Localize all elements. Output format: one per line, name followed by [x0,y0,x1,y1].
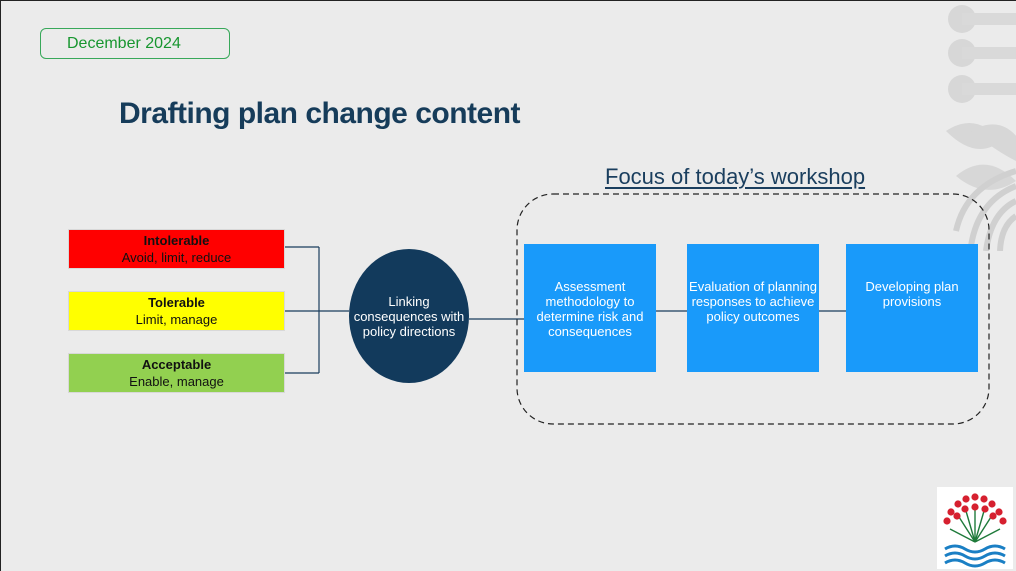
process-step-evaluation: Evaluation of planning responses to achi… [687,244,819,372]
linking-circle-label: Linking consequences with policy directi… [353,293,465,339]
process-step-assessment: Assessment methodology to determine risk… [524,244,656,372]
tolerable-box: Tolerable Limit, manage [68,291,285,331]
linking-circle: Linking consequences with policy directi… [349,249,469,383]
page-title: Drafting plan change content [119,97,521,130]
acceptable-box: Acceptable Enable, manage [68,353,285,393]
process-step-label: Assessment methodology to determine risk… [536,279,644,339]
acceptable-sub: Enable, manage [129,374,224,389]
focus-dashed-frame [516,193,990,425]
intolerable-box: Intolerable Avoid, limit, reduce [68,229,285,269]
decorative-pattern-icon [946,5,1016,251]
tolerable-heading: Tolerable [148,295,205,310]
process-step-label: Developing plan provisions [865,279,959,309]
process-step-label: Evaluation of planning responses to achi… [689,279,817,324]
process-step-provisions: Developing plan provisions [846,244,978,372]
council-logo [937,487,1013,569]
intolerable-heading: Intolerable [143,233,210,248]
tolerable-sub: Limit, manage [135,312,218,327]
date-label: December 2024 [40,28,230,59]
focus-heading: Focus of today’s workshop [605,164,866,189]
acceptable-heading: Acceptable [141,357,212,372]
pohutukawa-flower-water-logo-icon [943,493,1007,568]
intolerable-sub: Avoid, limit, reduce [121,250,232,265]
